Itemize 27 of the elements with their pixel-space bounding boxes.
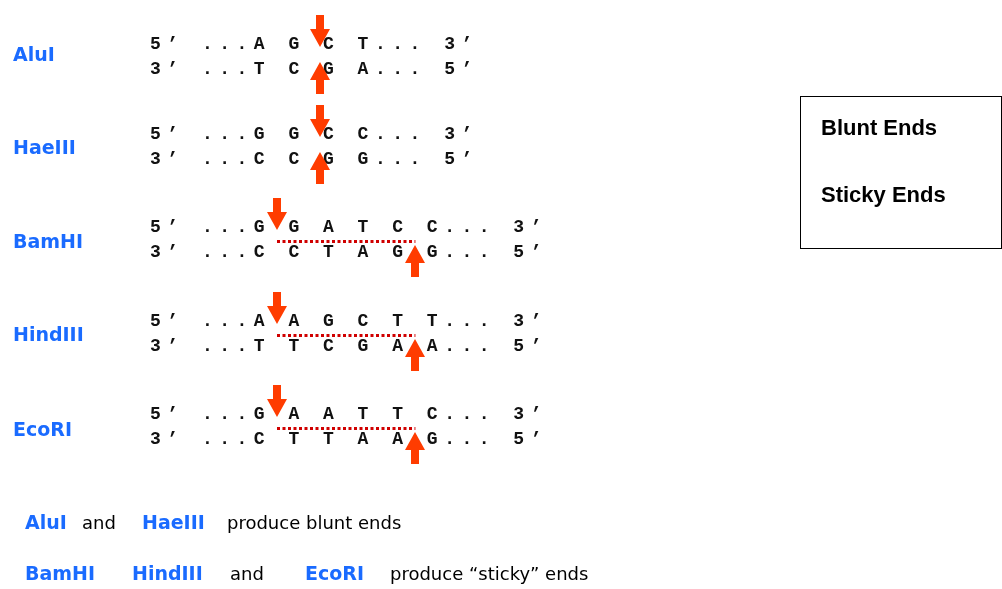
dna-sequence: 5’ ...G G C C... 3’ [150,125,479,143]
enzyme-name: AluI [25,513,67,532]
dna-sequence: 5’ ...G A A T T C... 3’ [150,405,548,423]
dna-sequence: 3’ ...C T T A A G... 5’ [150,430,548,448]
box-text: Sticky Ends [821,182,946,208]
dna-sequence: 3’ ...C C G G... 5’ [150,150,479,168]
box-text: Blunt Ends [821,115,938,141]
caption-text: and [230,565,264,583]
enzyme-name: HaeIII [142,513,205,532]
enzyme-name: HaeIII [13,138,76,157]
dna-sequence: 5’ ...G G A T C C... 3’ [150,218,548,236]
enzyme-name: HindIII [13,325,84,344]
enzyme-name: EcoRI [305,564,364,583]
enzyme-name: BamHI [13,232,84,251]
dna-sequence: 3’ ...T T C G A A... 5’ [150,337,548,355]
enzyme-name: AluI [13,45,55,64]
text-box [800,96,1002,249]
dna-sequence: 5’ ...A G C T... 3’ [150,35,479,53]
enzyme-name: EcoRI [13,420,72,439]
enzyme-name: BamHI [25,564,96,583]
dna-sequence: 5’ ...A A G C T T... 3’ [150,312,548,330]
caption-text: produce “sticky” ends [390,565,589,583]
caption-text: and [82,514,116,532]
caption-text: produce blunt ends [227,514,402,532]
enzyme-name: HindIII [132,564,203,583]
dna-sequence: 3’ ...C C T A G G... 5’ [150,243,548,261]
dna-sequence: 3’ ...T C G A... 5’ [150,60,479,78]
